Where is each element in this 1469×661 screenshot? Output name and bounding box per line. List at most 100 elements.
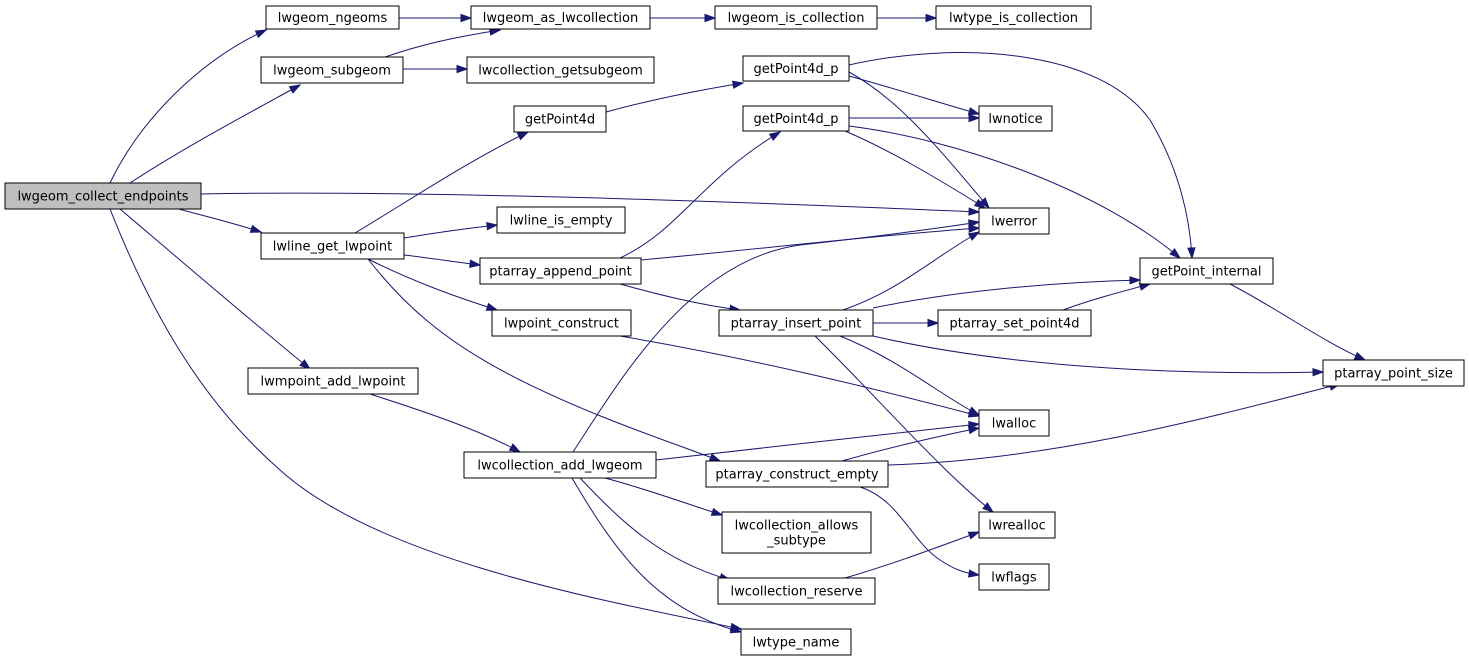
node-gp4d_p_2[interactable]: getPoint4d_p — [742, 105, 850, 132]
edge-line — [655, 423, 980, 461]
edge-line — [848, 125, 1181, 259]
node-lwflags[interactable]: lwflags — [978, 563, 1050, 591]
node-box — [463, 451, 657, 479]
node-box — [1139, 257, 1274, 285]
arrow-head-icon — [967, 107, 981, 116]
node-box — [491, 309, 632, 337]
node-label: lwalloc — [992, 417, 1037, 432]
node-subgeom[interactable]: lwgeom_subgeom — [260, 56, 404, 84]
node-label: lwerror — [991, 215, 1037, 230]
node-get_lwpoint[interactable]: lwline_get_lwpoint — [260, 232, 405, 260]
edge-line — [1062, 283, 1151, 311]
arrow-head-icon — [710, 507, 724, 516]
node-getsubgeom[interactable]: lwcollection_getsubgeom — [466, 56, 655, 84]
node-label: getPoint4d — [525, 113, 595, 128]
arrow-head-icon — [925, 13, 938, 23]
node-label: lwcollection_getsubgeom — [478, 64, 643, 79]
edge-line — [839, 335, 980, 416]
node-box — [978, 207, 1050, 235]
edge-line — [403, 254, 481, 266]
edge-line — [1229, 283, 1366, 361]
node-box — [978, 563, 1050, 591]
node-lwrealloc[interactable]: lwrealloc — [978, 511, 1056, 539]
edge-gp4d_p_2-lwnotice — [849, 113, 981, 123]
node-lwerror[interactable]: lwerror — [978, 207, 1050, 235]
edge-line — [109, 29, 267, 184]
edge-line — [872, 335, 1324, 374]
node-ngeoms[interactable]: lwgeom_ngeoms — [265, 5, 400, 30]
node-coll_add[interactable]: lwcollection_add_lwgeom — [463, 451, 657, 479]
node-append_point[interactable]: ptarray_append_point — [479, 257, 642, 285]
edge-line — [887, 383, 1341, 466]
node-mpoint_add[interactable]: lwmpoint_add_lwpoint — [247, 367, 419, 395]
node-insert_point[interactable]: ptarray_insert_point — [718, 309, 874, 337]
arrow-head-icon — [967, 231, 981, 241]
node-allows_sub[interactable]: lwcollection_allows_subtype — [721, 511, 872, 554]
edge-insert_point-set_point4d — [873, 318, 940, 328]
edge-insert_point-lwalloc — [839, 335, 981, 416]
arrow-head-icon — [729, 625, 743, 634]
node-type_name[interactable]: lwtype_name — [740, 628, 852, 656]
edge-line — [619, 131, 781, 259]
node-type_is_coll[interactable]: lwtype_is_collection — [935, 5, 1092, 30]
node-box — [742, 55, 850, 82]
arrow-head-icon — [927, 318, 940, 328]
edge-construct_empty-lwalloc — [841, 426, 981, 462]
node-label: _subtype — [766, 534, 826, 549]
edge-line — [384, 29, 501, 58]
node-box — [978, 409, 1050, 437]
node-collect[interactable]: lwgeom_collect_endpoints — [4, 182, 202, 210]
arrow-head-icon — [299, 359, 312, 370]
node-label: getPoint4d_p — [754, 112, 839, 127]
node-lwalloc[interactable]: lwalloc — [978, 409, 1050, 437]
arrow-head-icon — [1169, 248, 1182, 259]
edge-line — [848, 71, 990, 209]
edge-collect-type_name — [109, 208, 743, 631]
edge-coll_reserve-lwrealloc — [844, 531, 981, 579]
node-label: lwgeom_is_collection — [728, 11, 865, 26]
edge-get_lwpoint-is_empty — [403, 221, 499, 239]
edge-coll_add-type_name — [571, 477, 743, 634]
node-label: lwgeom_as_lwcollection — [483, 11, 638, 26]
edge-line — [579, 477, 731, 581]
node-getpoint4d[interactable]: getPoint4d — [513, 105, 607, 133]
node-box — [265, 5, 400, 30]
node-is_empty[interactable]: lwline_is_empty — [496, 206, 626, 234]
node-point_size[interactable]: ptarray_point_size — [1322, 359, 1465, 387]
node-label: lwcollection_add_lwgeom — [477, 459, 642, 474]
edge-line — [842, 231, 980, 311]
edge-line — [367, 258, 721, 462]
edge-line — [604, 477, 723, 516]
arrow-head-icon — [469, 259, 482, 268]
node-is_coll[interactable]: lwgeom_is_collection — [714, 5, 878, 30]
edge-line — [844, 130, 986, 209]
node-label: getPoint_internal — [1151, 265, 1261, 280]
node-pt_construct[interactable]: lwpoint_construct — [491, 309, 632, 337]
edge-line — [369, 393, 521, 453]
node-label: lwflags — [991, 571, 1037, 586]
arrow-head-icon — [508, 443, 522, 453]
node-gp4d_p_1[interactable]: getPoint4d_p — [742, 55, 850, 82]
node-construct_empty[interactable]: ptarray_construct_empty — [705, 460, 889, 488]
node-as_coll[interactable]: lwgeom_as_lwcollection — [470, 5, 651, 30]
arrow-head-icon — [731, 80, 745, 89]
edge-line — [619, 335, 980, 417]
edge-insert_point-lwerror — [842, 231, 981, 311]
arrow-head-icon — [1187, 247, 1196, 260]
node-box — [247, 367, 419, 395]
arrow-head-icon — [1129, 276, 1142, 285]
edge-coll_add-lwerror — [572, 219, 981, 453]
arrow-head-icon — [967, 409, 981, 418]
edge-line — [848, 75, 980, 115]
node-gp_internal[interactable]: getPoint_internal — [1139, 257, 1274, 285]
node-lwnotice[interactable]: lwnotice — [978, 105, 1053, 132]
node-label: lwpoint_construct — [504, 317, 619, 332]
edge-line — [859, 486, 980, 576]
node-box — [479, 257, 642, 285]
node-set_point4d[interactable]: ptarray_set_point4d — [937, 309, 1092, 337]
edge-line — [119, 208, 311, 370]
node-coll_reserve[interactable]: lwcollection_reserve — [717, 577, 876, 605]
arrow-head-icon — [979, 197, 990, 210]
node-box — [717, 577, 876, 605]
arrow-head-icon — [485, 302, 499, 311]
